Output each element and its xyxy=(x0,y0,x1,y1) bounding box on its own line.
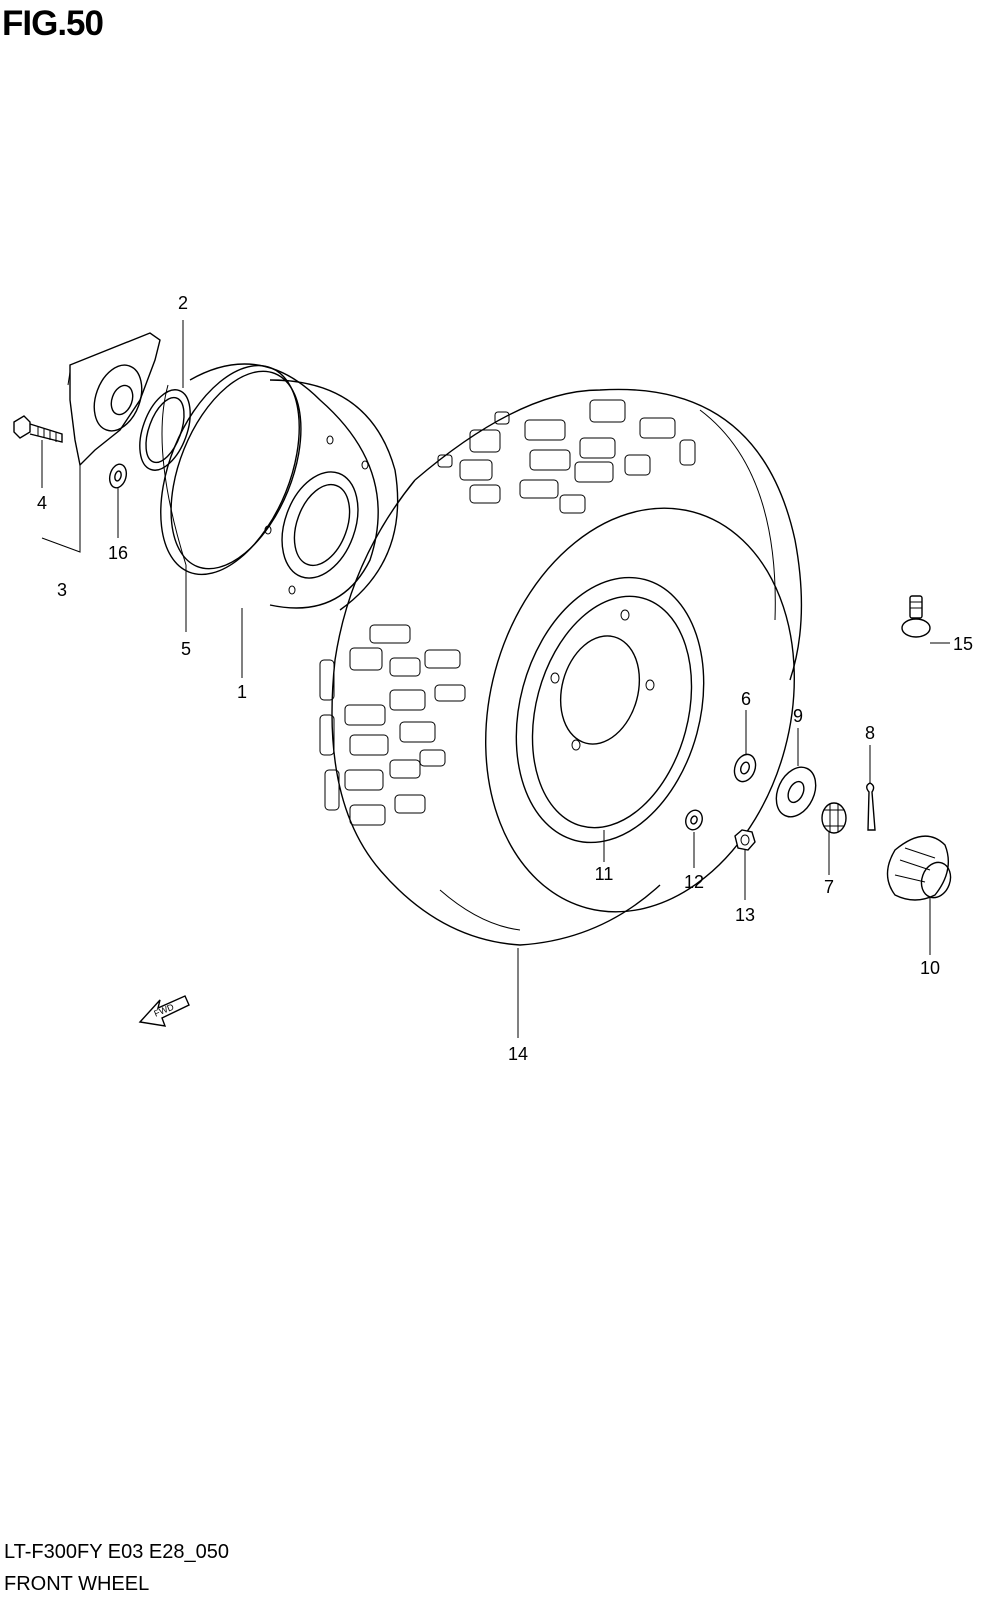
cotter-pin-part-8 xyxy=(866,782,876,831)
fwd-direction-arrow: FWD xyxy=(138,995,190,1027)
washer-part-6 xyxy=(733,753,757,783)
valve-part-15 xyxy=(901,595,931,638)
callout-16: 16 xyxy=(108,543,128,563)
wheel-part-11 xyxy=(515,576,705,844)
wheel-rim-part-1 xyxy=(160,363,399,611)
callout-10: 10 xyxy=(920,958,940,978)
hub-plate-part-3 xyxy=(67,332,161,480)
callout-7: 7 xyxy=(824,877,834,897)
hub-cap-part-10 xyxy=(886,835,952,901)
figure-title: FIG.50 xyxy=(2,4,104,43)
callout-1: 1 xyxy=(237,682,247,702)
callout-labels: 2 4 3 16 5 1 6 9 8 7 11 12 13 10 14 15 xyxy=(37,293,973,1064)
callout-13: 13 xyxy=(735,905,755,925)
callout-2: 2 xyxy=(178,293,188,313)
callout-9: 9 xyxy=(793,706,803,726)
callout-5: 5 xyxy=(181,639,191,659)
callout-6: 6 xyxy=(741,689,751,709)
washer-part-12 xyxy=(685,809,703,831)
callout-3: 3 xyxy=(57,580,67,600)
leader-lines xyxy=(41,320,950,1038)
tire-part-14 xyxy=(319,388,803,946)
callout-4: 4 xyxy=(37,493,47,513)
washer-part-9 xyxy=(775,766,817,818)
washer-part-16 xyxy=(108,463,128,489)
seal-part-5 xyxy=(161,384,187,566)
bolt-part-4 xyxy=(13,415,63,443)
model-code: LT-F300FY E03 E28_050 xyxy=(4,1541,229,1563)
callout-11: 11 xyxy=(595,864,614,884)
callout-8: 8 xyxy=(865,723,875,743)
figure-caption: FRONT WHEEL xyxy=(4,1573,150,1595)
castle-nut-part-7 xyxy=(821,802,847,834)
callout-12: 12 xyxy=(684,872,704,892)
callout-15: 15 xyxy=(953,634,973,654)
callout-14: 14 xyxy=(508,1044,528,1064)
nut-part-13 xyxy=(734,829,756,851)
